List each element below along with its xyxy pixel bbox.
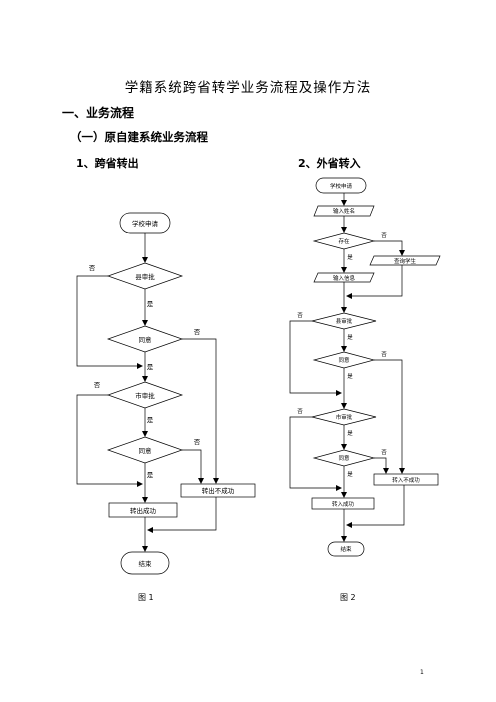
flow1-yes-label: 是 <box>147 300 154 308</box>
flow1-end-node <box>120 551 170 575</box>
figure-2-caption: 图 2 <box>340 593 356 602</box>
flow2-no-label: 否 <box>381 232 387 239</box>
flow1-success-box <box>108 502 178 518</box>
flow1-county-label: 县审批 <box>135 272 155 281</box>
subsection-heading: （一）原自建系统业务流程 <box>70 130 208 144</box>
flow1-fail-label: 转出不成功 <box>202 486 235 495</box>
document-title: 学籍系统跨省转学业务流程及操作方法 <box>124 80 372 96</box>
flow2-agree2-label: 同意 <box>338 454 350 462</box>
flow1-no-label: 否 <box>194 328 201 336</box>
flowchart-2-labels: 学校申请 输入姓名 存在 查询学生 输入信息 县审批 同意 市审批 同意 转入不… <box>297 182 420 553</box>
flow2-fail-box <box>373 473 439 486</box>
section-heading: 一、业务流程 <box>62 106 135 120</box>
flow1-agree1-label: 同意 <box>139 335 153 344</box>
flow2-yes-label: 是 <box>347 373 353 380</box>
flow2-input-student-io <box>313 205 375 217</box>
flow2-input-student-label: 输入姓名 <box>333 207 355 215</box>
flow2-start-node <box>315 177 367 194</box>
flow2-start-label: 学校申请 <box>330 182 353 190</box>
flow2-agree1-label: 同意 <box>338 356 350 364</box>
flow2-no-label: 否 <box>381 351 387 358</box>
flow2-query-student-io <box>369 255 441 266</box>
flow2-exists-label: 存在 <box>338 237 350 245</box>
flow2-yes-label: 是 <box>347 334 353 341</box>
flow2-success-label: 转入成功 <box>332 500 355 508</box>
flow2-no-label: 否 <box>381 449 387 456</box>
flow2-no-label: 否 <box>297 312 303 319</box>
flowchart-2 <box>289 177 441 557</box>
flow1-no-label: 否 <box>89 264 96 272</box>
flowchart-1-heading: 1、跨省转出 <box>76 157 139 170</box>
flow1-yes-label: 是 <box>147 363 154 371</box>
flow1-start-label: 学校申请 <box>132 219 159 228</box>
flow2-yes-label: 是 <box>347 254 353 261</box>
flow2-yes-label: 是 <box>347 471 353 478</box>
flow1-success-label: 转出成功 <box>130 506 157 515</box>
flow2-input-info-io <box>313 272 375 283</box>
flow1-city-label: 市审批 <box>135 391 155 400</box>
flow1-yes-label: 是 <box>147 416 154 424</box>
flow2-yes-label: 是 <box>347 430 353 437</box>
flow2-city-label: 市审批 <box>336 413 353 421</box>
flow2-county-label: 县审批 <box>336 317 353 325</box>
page-number: 1 <box>420 669 424 676</box>
flow1-fail-box <box>180 483 256 498</box>
figure-1-caption: 图 1 <box>138 593 154 602</box>
flow2-fail-label: 转入不成功 <box>392 476 420 484</box>
flow1-yes-label: 是 <box>147 471 154 479</box>
flow1-no-label: 否 <box>194 438 201 446</box>
flow1-no-label: 否 <box>94 381 101 389</box>
flowchart-1-labels: 学校申请 县审批 同意 市审批 同意 转出不成功 转出成功 结束 否 是 否 是… <box>89 219 235 568</box>
flow1-end-label: 结束 <box>139 559 153 568</box>
flow1-agree2-label: 同意 <box>139 446 153 455</box>
flow2-end-label: 结束 <box>340 545 352 553</box>
flow2-no-label: 否 <box>297 408 303 415</box>
flow2-end-node <box>327 541 365 557</box>
flow2-success-box <box>311 497 375 510</box>
flowchart-2-heading: 2、外省转入 <box>298 157 361 170</box>
flow2-query-student-label: 查询学生 <box>394 257 417 265</box>
flowchart-1 <box>76 212 256 575</box>
flow2-input-info-label: 输入信息 <box>333 274 356 282</box>
